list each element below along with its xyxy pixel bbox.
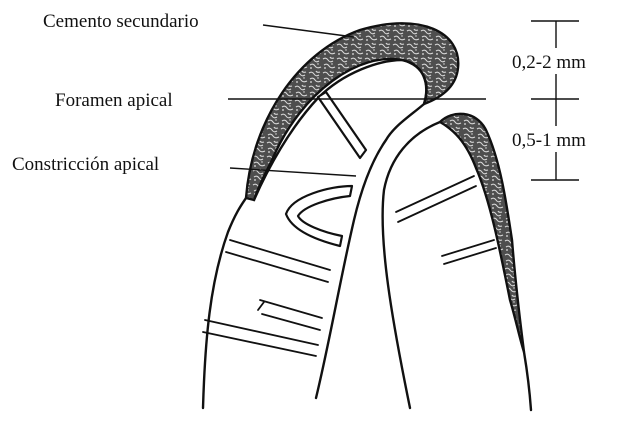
right-root-canal-1 (396, 176, 476, 222)
dimension-lower-text: 0,5-1 mm (512, 130, 586, 151)
cementum-leader-line (263, 25, 354, 37)
right-root-outline (524, 352, 531, 410)
left-root (203, 23, 458, 408)
right-root-inner-wall (383, 122, 440, 408)
label-apical-foramen: Foramen apical (55, 90, 486, 111)
label-cementum-text: Cemento secundario (43, 11, 199, 32)
label-cementum: Cemento secundario (43, 11, 354, 37)
label-apical-foramen-text: Foramen apical (55, 90, 173, 111)
left-lateral-canal-loop (286, 186, 352, 246)
label-apical-constriction-text: Constricción apical (12, 154, 159, 175)
dimension-upper-text: 0,2-2 mm (512, 52, 586, 73)
left-root-outline (203, 198, 246, 408)
label-apical-constriction: Constricción apical (12, 154, 356, 176)
right-root-canal-2 (442, 240, 496, 264)
left-lateral-canal-1 (226, 240, 330, 282)
left-root-cementum (246, 23, 458, 200)
right-root (383, 114, 531, 410)
left-lateral-canal-2 (258, 300, 322, 330)
dimension-scale: 0,2-2 mm 0,5-1 mm (508, 21, 616, 180)
left-apical-canal (318, 92, 366, 158)
